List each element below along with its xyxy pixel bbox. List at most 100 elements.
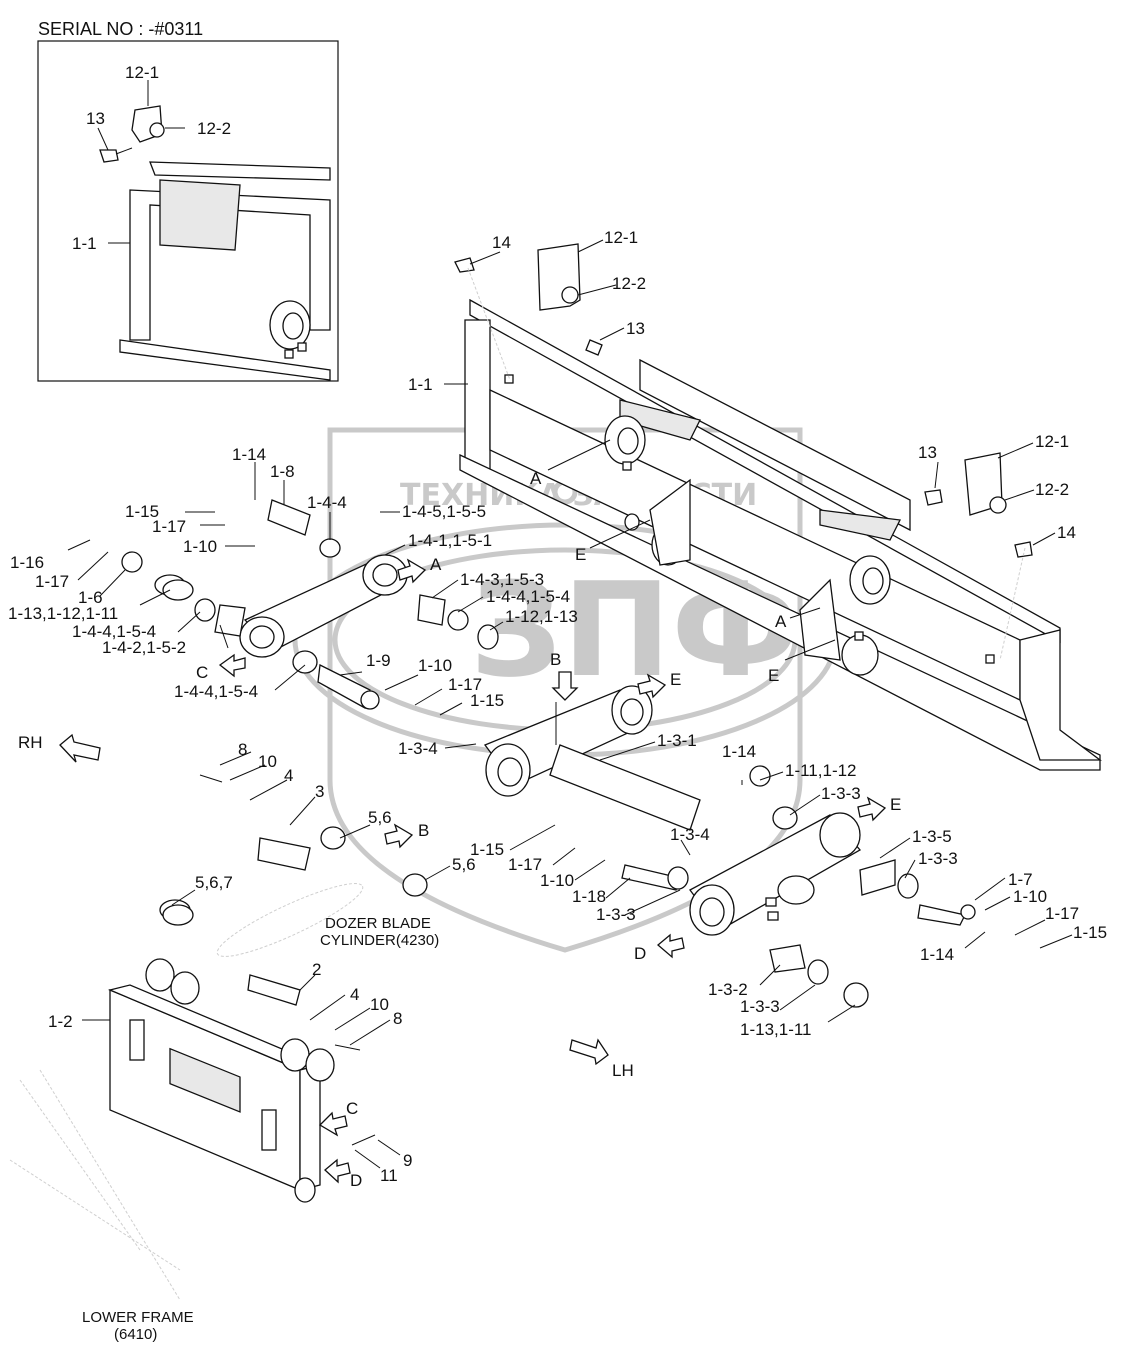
callout-label: A (430, 555, 442, 574)
callout-label: 1-9 (366, 651, 391, 670)
frame-note-line1: LOWER FRAME (82, 1309, 194, 1326)
callout-label: 12-1 (1035, 432, 1069, 451)
frame-note-line2: (6410) (114, 1326, 157, 1343)
d-arrow-2 (324, 1158, 351, 1184)
callout-label: 1-17 (152, 517, 186, 536)
leader-lines (67, 239, 1073, 1169)
callout-label: 1-3-4 (670, 825, 710, 844)
callout-label: 1-4-1,1-5-1 (408, 531, 492, 550)
callout-label: C (346, 1099, 358, 1118)
callout-label: 1-6 (78, 588, 103, 607)
callout-label: 1-15 (1073, 923, 1107, 942)
callout-label: 1-10 (418, 656, 452, 675)
callout-label: 1-1 (72, 234, 97, 253)
callout-label: 1-4-5,1-5-5 (402, 502, 486, 521)
callout-label: 1-3-3 (821, 784, 861, 803)
callout-label: 1-17 (448, 675, 482, 694)
callout-label: 4 (350, 985, 359, 1004)
callout-label: 1-16 (10, 553, 44, 572)
callout-label: 1-3-4 (398, 739, 438, 758)
callout-label: 13 (86, 109, 105, 128)
callout-label: 12-2 (1035, 480, 1069, 499)
callout-label: B (418, 821, 429, 840)
center-link-assembly (483, 685, 976, 1008)
callout-label: 1-2 (48, 1012, 73, 1031)
callout-label: 1-3-3 (918, 849, 958, 868)
serial-number: SERIAL NO : -#0311 (38, 19, 203, 39)
callout-label: 12-1 (604, 228, 638, 247)
callout-label: 1-4-4,1-5-4 (174, 682, 258, 701)
callout-label: 1-3-5 (912, 827, 952, 846)
callout-label: 10 (370, 995, 389, 1014)
cylinder-note-line1: DOZER BLADE (325, 915, 431, 932)
callout-label: 14 (1057, 523, 1076, 542)
callout-label: 12-2 (612, 274, 646, 293)
callout-label: 2 (312, 960, 321, 979)
callout-label: 1-3-1 (657, 731, 697, 750)
callout-label: 1-13,1-11 (740, 1020, 812, 1039)
d-arrow (656, 933, 685, 959)
callout-label: 8 (238, 740, 247, 759)
callout-label: A (530, 469, 542, 488)
cylinder-note-line2: CYLINDER(4230) (320, 932, 439, 949)
callout-label: 1-1 (408, 375, 433, 394)
inset-detail (37, 40, 339, 382)
left-link-assembly (121, 499, 499, 710)
callout-label: E (768, 666, 779, 685)
b-arrow (384, 823, 414, 849)
callout-label: 1-14 (722, 742, 756, 761)
callout-label: 14 (492, 233, 511, 252)
callout-label: C (196, 663, 208, 682)
callout-label: 5,6 (452, 855, 476, 874)
callout-label: 8 (393, 1009, 402, 1028)
rh-arrow (59, 733, 101, 763)
callout-label: 12-1 (125, 63, 159, 82)
callout-label: 5,6 (368, 808, 392, 827)
callout-label: 1-3-3 (596, 905, 636, 924)
callout-label: B (550, 650, 561, 669)
lh-arrow (569, 1038, 609, 1066)
rh-label: RH (18, 733, 43, 752)
callout-label: 10 (258, 752, 277, 771)
callout-label: 1-15 (470, 691, 504, 710)
callout-label: 12-2 (197, 119, 231, 138)
callout-label: 1-14 (232, 445, 266, 464)
callout-label: 3 (315, 782, 324, 801)
callout-label: 1-4-4,1-5-4 (486, 587, 570, 606)
callout-label: 1-10 (540, 871, 574, 890)
callout-label: 11 (380, 1166, 398, 1185)
callout-label: 1-10 (1013, 887, 1047, 906)
callout-label: E (670, 670, 681, 689)
callout-label: 1-8 (270, 462, 295, 481)
hardware-left (159, 774, 428, 1146)
callout-label: 1-17 (35, 572, 69, 591)
callout-label: 1-12,1-13 (505, 607, 578, 626)
callout-label: 1-18 (572, 887, 606, 906)
lh-label: LH (612, 1061, 634, 1080)
callout-label: 1-15 (125, 502, 159, 521)
callout-label: E (575, 545, 586, 564)
callout-label: 1-4-4 (307, 493, 347, 512)
watermark-big-logo: ЗПФ (470, 554, 800, 706)
callout-label: 1-15 (470, 840, 504, 859)
callout-label: E (890, 795, 901, 814)
callout-label: D (634, 944, 646, 963)
callout-label: 1-17 (508, 855, 542, 874)
callout-label: 1-10 (183, 537, 217, 556)
callout-label: 1-4-2,1-5-2 (102, 638, 186, 657)
callout-label: 4 (284, 766, 293, 785)
callout-label: 13 (626, 319, 645, 338)
direction-arrows (59, 558, 887, 1184)
callout-label: 1-7 (1008, 870, 1033, 889)
callout-label: 1-4-3,1-5-3 (460, 570, 544, 589)
e-arrow-1 (637, 673, 667, 699)
callout-label: D (350, 1171, 362, 1190)
callout-label: 1-4-4,1-5-4 (72, 622, 156, 641)
callout-label: 1-3-2 (708, 980, 748, 999)
e-arrow-2 (857, 796, 887, 822)
callout-label: 13 (918, 443, 937, 462)
c-arrow-2 (318, 1111, 348, 1137)
callout-labels: 12-1 13 12-2 1-1 14 12-1 12-2 13 1-1 A 1… (8, 63, 1107, 1343)
